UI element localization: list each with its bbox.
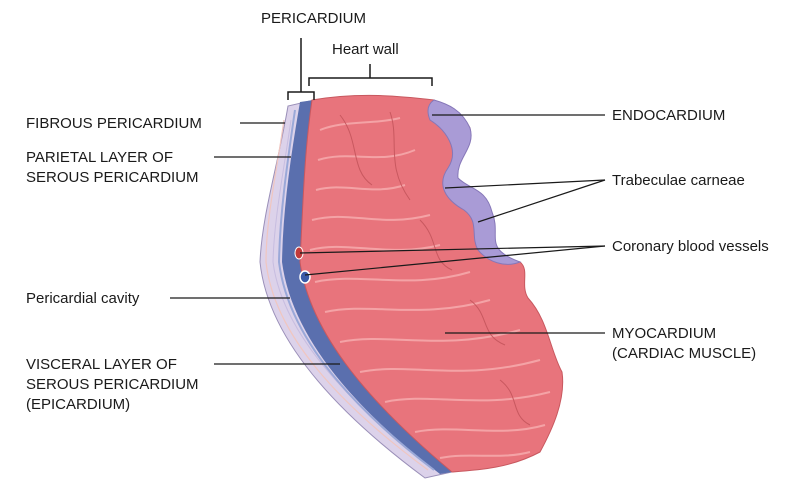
label-parietal-line1: PARIETAL LAYER OF xyxy=(26,149,173,166)
myocardium-mass xyxy=(299,94,564,473)
label-heart-wall: Heart wall xyxy=(332,41,399,58)
leader-coronary-a xyxy=(299,245,606,254)
label-coronary-blood-vessels: Coronary blood vessels xyxy=(612,238,769,255)
trabecular-folds xyxy=(309,117,551,459)
endocardium-surface xyxy=(427,99,522,265)
label-trabeculae-carneae: Trabeculae carneae xyxy=(612,172,745,189)
label-myocardium-line1: MYOCARDIUM xyxy=(612,325,717,342)
leader-coronary-b xyxy=(304,245,606,276)
trabecular-shadows xyxy=(339,111,531,426)
label-visceral-line3: (EPICARDIUM) xyxy=(26,396,131,413)
pericardial-cavity-gap xyxy=(277,109,435,471)
leader-trabeculae-b xyxy=(477,179,606,223)
pericardium-bracket xyxy=(287,38,315,100)
label-myocardium-line2: (CARDIAC MUSCLE) xyxy=(612,345,757,362)
heart-wall-bracket xyxy=(308,64,433,86)
label-pericardium: PERICARDIUM xyxy=(261,10,367,27)
leader-trabeculae-a xyxy=(444,179,606,189)
label-pericardial-cavity: Pericardial cavity xyxy=(26,290,140,307)
label-parietal-line2: SEROUS PERICARDIUM xyxy=(26,169,199,186)
label-endocardium: ENDOCARDIUM xyxy=(612,107,726,124)
label-visceral-line1: VISCERAL LAYER OF xyxy=(26,356,177,373)
fibrous-streak xyxy=(265,119,429,471)
serous-pericardium-layer xyxy=(282,100,452,474)
label-visceral-line2: SEROUS PERICARDIUM xyxy=(26,376,199,393)
coronary-vessel-lower xyxy=(299,270,311,284)
label-fibrous-pericardium: FIBROUS PERICARDIUM xyxy=(26,115,202,132)
